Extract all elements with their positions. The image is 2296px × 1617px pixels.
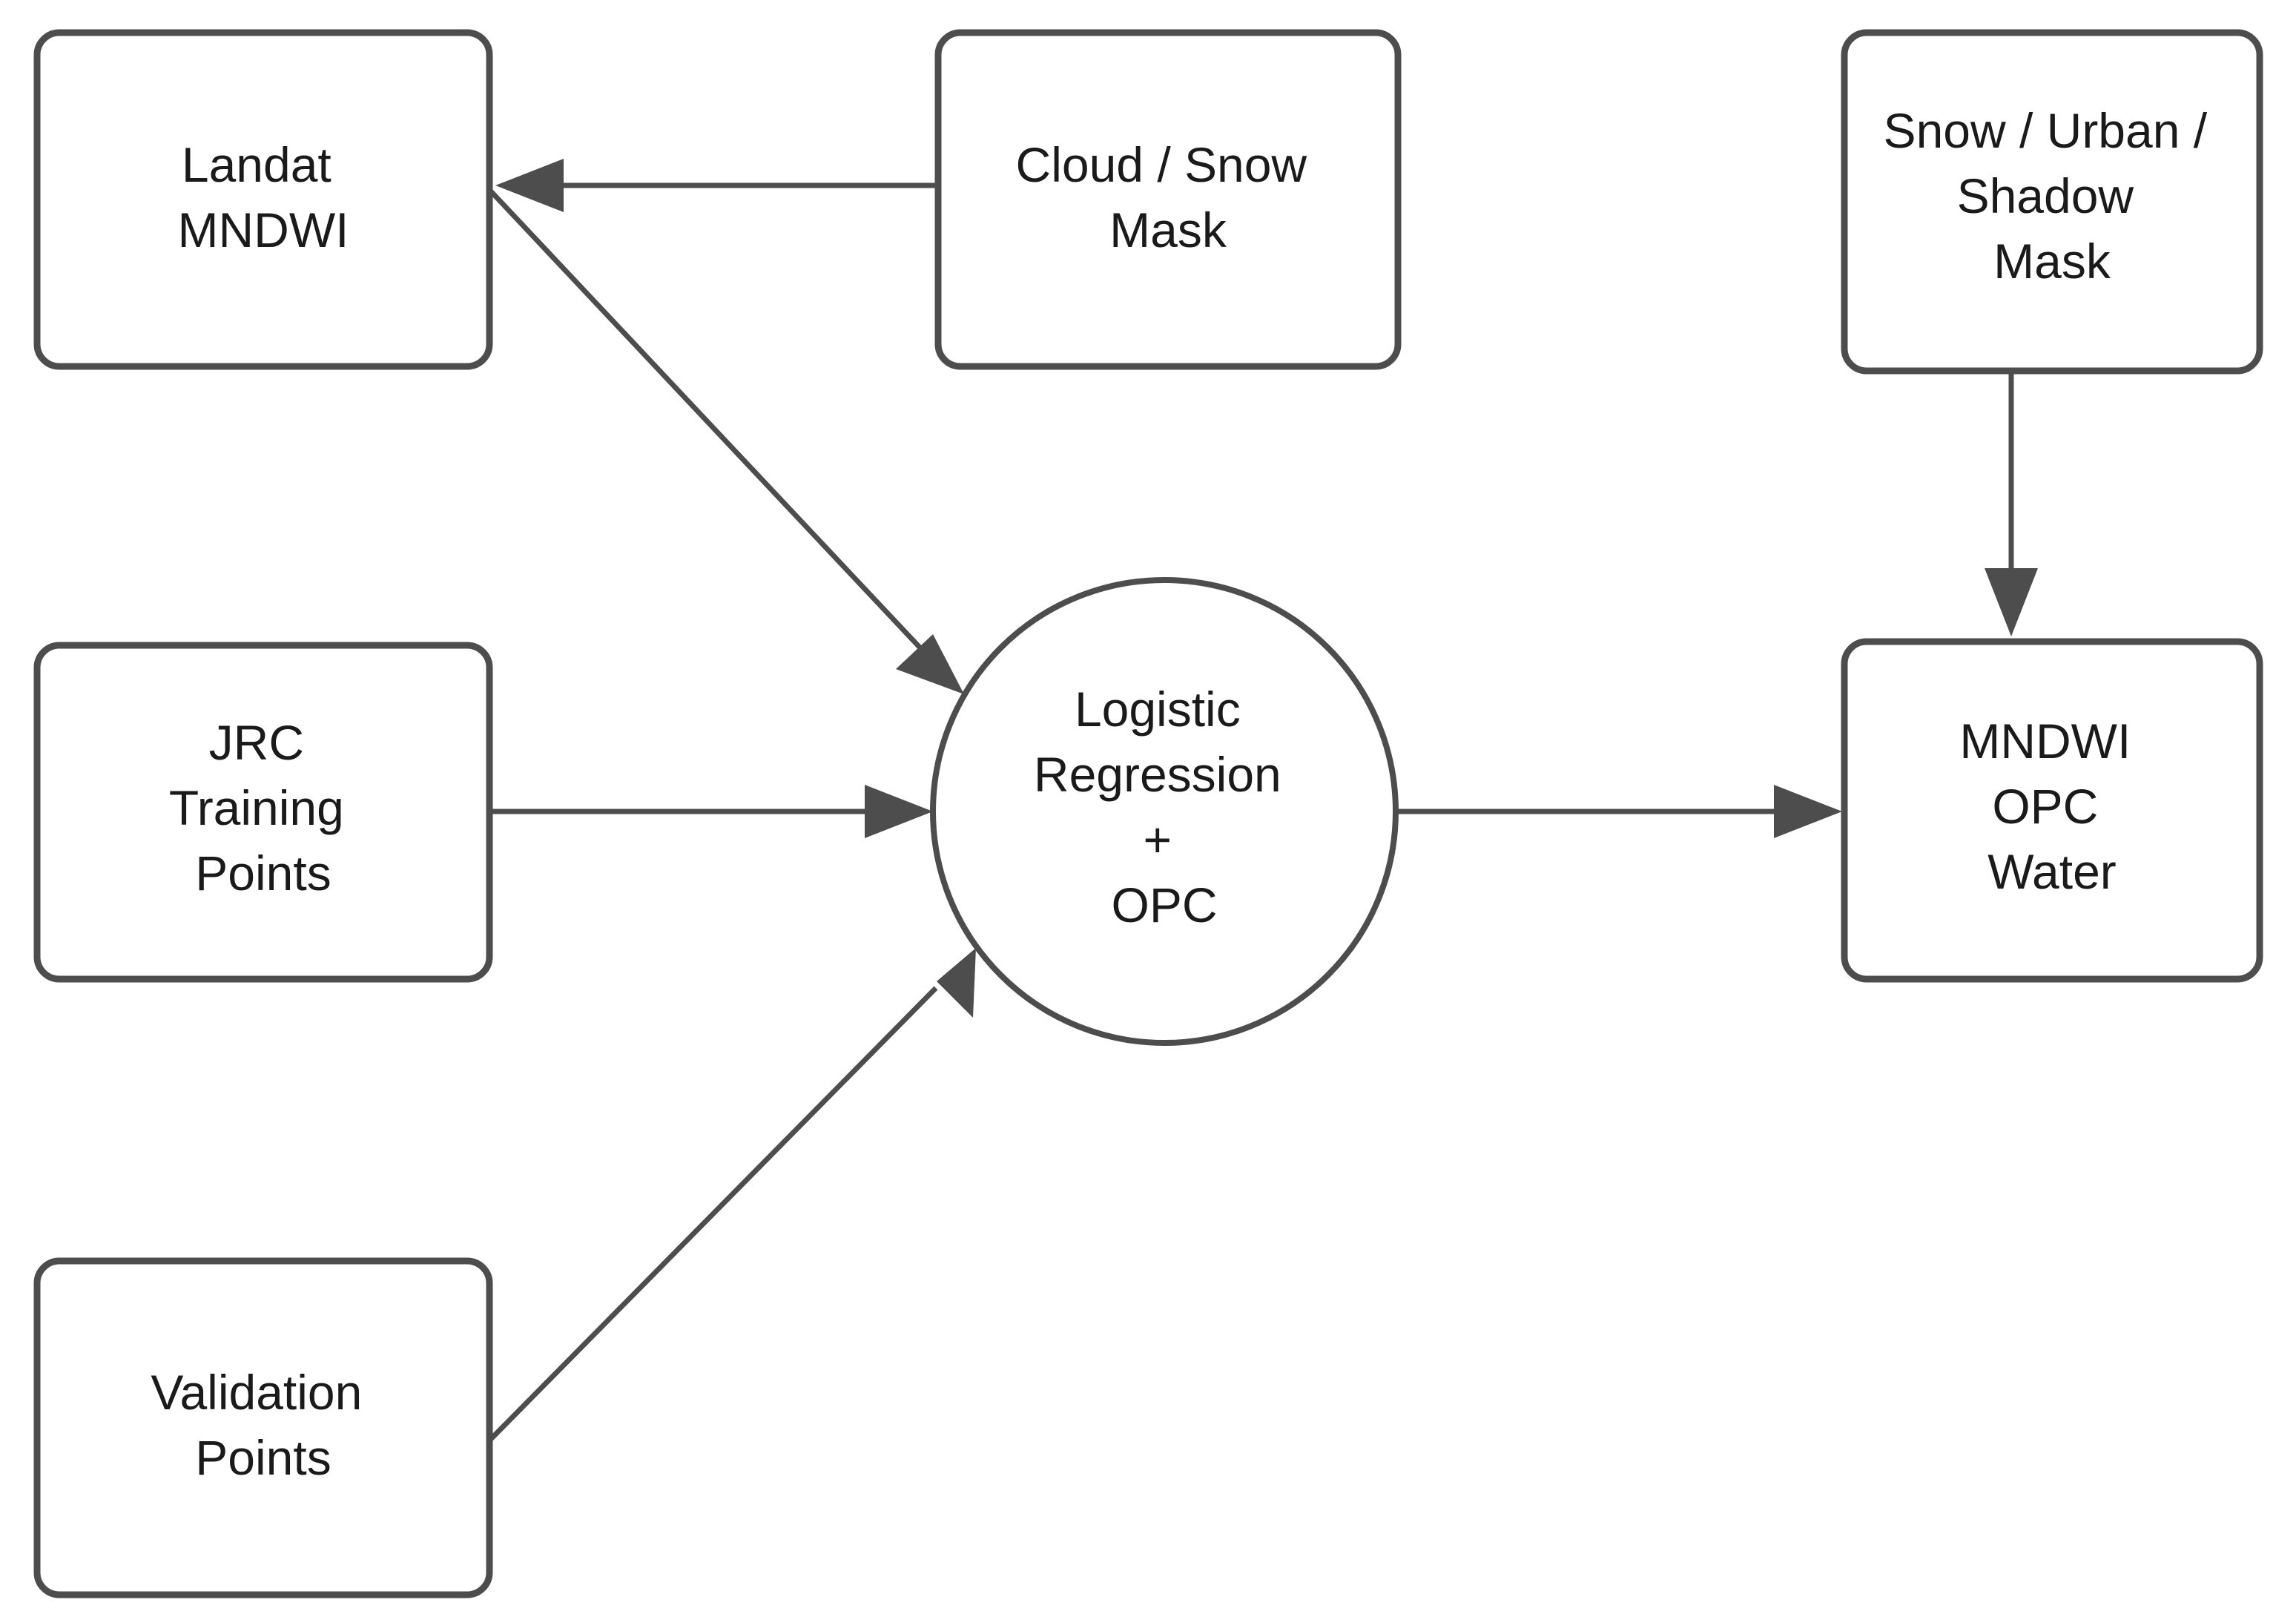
cloud-snow-mask-node[interactable]: Cloud / Snow Mask xyxy=(934,29,1402,370)
edge-jrc-training-points-to-logistic-regression-opc xyxy=(489,785,933,838)
validation-points-label: Validation Points xyxy=(151,1365,375,1485)
jrc-training-points-label: JRC Training Points xyxy=(169,715,357,900)
cloud-snow-mask-label: Cloud / Snow Mask xyxy=(1016,137,1321,257)
snow-urban-shadow-mask-node[interactable]: Snow / Urban / Shadow Mask xyxy=(1841,29,2263,375)
landsat-mndwi-box[interactable] xyxy=(33,29,493,370)
logistic-regression-opc-node[interactable]: Logistic Regression + OPC xyxy=(930,577,1399,1046)
validation-points-box[interactable] xyxy=(33,1257,493,1598)
edge-validation-points-to-logistic-regression-opc xyxy=(489,948,976,1441)
edge-logistic-regression-opc-to-mndwi-opc-water xyxy=(1394,785,1842,838)
cloud-snow-mask-box[interactable] xyxy=(934,29,1402,370)
jrc-training-points-node[interactable]: JRC Training Points xyxy=(33,642,493,983)
edge-snow-urban-shadow-mask-to-mndwi-opc-water xyxy=(1985,371,2038,636)
logistic-regression-opc-circle[interactable] xyxy=(930,577,1399,1046)
validation-points-node[interactable]: Validation Points xyxy=(33,1257,493,1598)
snow-urban-shadow-mask-box[interactable] xyxy=(1841,29,2263,375)
mndwi-opc-water-box[interactable] xyxy=(1841,638,2263,983)
landsat-mndwi-label: Landat MNDWI xyxy=(178,137,349,257)
jrc-training-points-box[interactable] xyxy=(33,642,493,983)
edge-landsat-mndwi-to-logistic-regression-opc xyxy=(489,189,964,694)
logistic-regression-opc-label: Logistic Regression + OPC xyxy=(1034,682,1295,932)
landsat-mndwi-node[interactable]: Landat MNDWI xyxy=(33,29,493,370)
mndwi-opc-water-label: MNDWI OPC Water xyxy=(1959,714,2144,899)
edge-cloud-snow-mask-to-landsat-mndwi xyxy=(495,159,937,212)
mndwi-opc-water-node[interactable]: MNDWI OPC Water xyxy=(1841,638,2263,983)
snow-urban-shadow-mask-label: Snow / Urban / Shadow Mask xyxy=(1884,103,2221,289)
